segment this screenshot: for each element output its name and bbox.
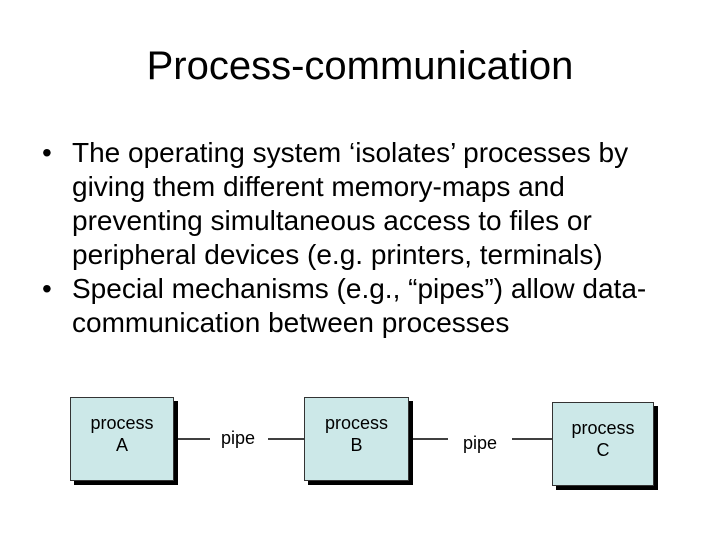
- bullet-list: • The operating system ‘isolates’ proces…: [42, 136, 702, 340]
- bullet-dot-icon: •: [42, 137, 52, 168]
- process-c-label: process C: [571, 418, 635, 460]
- process-b-label: process B: [324, 413, 389, 455]
- process-a-label: process A: [90, 413, 154, 455]
- bullet-dot-icon: •: [42, 273, 52, 304]
- bullet-text: The operating system ‘isolates’ processe…: [72, 137, 629, 270]
- slide-title: Process-communication: [146, 44, 574, 88]
- bullet-isolation: • The operating system ‘isolates’ proces…: [42, 136, 702, 272]
- bullet-text: Special mechanisms (e.g., “pipes”) allow…: [72, 273, 647, 338]
- pipe-2-label: pipe: [463, 433, 498, 453]
- process-a-box: process A: [70, 397, 174, 481]
- process-b-box: process B: [304, 397, 409, 481]
- pipe-1-label: pipe: [221, 428, 256, 448]
- process-c-box: process C: [552, 402, 654, 486]
- bullet-pipes: • Special mechanisms (e.g., “pipes”) all…: [42, 272, 702, 340]
